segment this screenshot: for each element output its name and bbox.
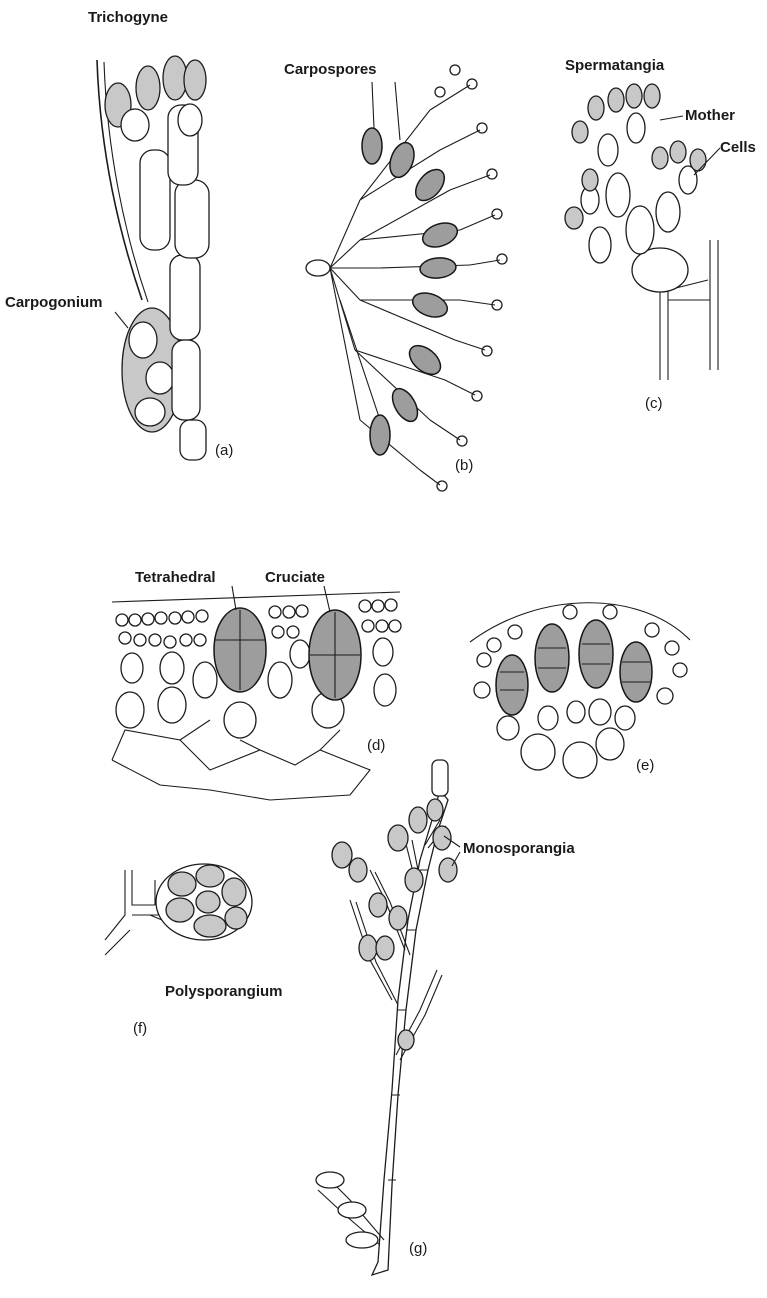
- panel-d-tetrasporangia: Tetrahedral Cruciate (d): [112, 569, 401, 800]
- panel-a-carpogonial-branch: Trichogyne Carpogonium (a): [5, 9, 233, 460]
- label-polysporangium: Polysporangium: [165, 983, 283, 1000]
- label-spermatangia: Spermatangia: [565, 57, 665, 74]
- label-carpospores: Carpospores: [284, 61, 377, 78]
- tetrasporangium-2: [535, 624, 569, 692]
- label-monosporangia: Monosporangia: [463, 840, 575, 857]
- label-tetrahedral: Tetrahedral: [135, 569, 216, 586]
- panel-letter-d: (d): [367, 737, 385, 754]
- tetrasporangium-1: [496, 655, 528, 715]
- label-mother: Mother: [685, 107, 735, 124]
- panel-g-monosporangia: Monosporangia (g): [316, 760, 575, 1275]
- panel-letter-g: (g): [409, 1240, 427, 1257]
- panel-letter-f: (f): [133, 1020, 147, 1037]
- panel-letter-a: (a): [215, 442, 233, 459]
- panel-b-carposporophyte: Carpospores (b): [284, 61, 507, 491]
- panel-c-spermatangia: Spermatangia Mother Cells (c): [565, 57, 756, 412]
- panel-letter-c: (c): [645, 395, 663, 412]
- panel-letter-e: (e): [636, 757, 654, 774]
- tetrasporangium-3: [579, 620, 613, 688]
- label-carpogonium: Carpogonium: [5, 294, 103, 311]
- panel-e-tetrasporangia-section: (e): [470, 603, 690, 778]
- panel-f-polysporangium: Polysporangium (f): [105, 864, 283, 1037]
- label-trichogyne: Trichogyne: [88, 9, 168, 26]
- tetrasporangium-4: [620, 642, 652, 702]
- label-cruciate: Cruciate: [265, 569, 325, 586]
- label-cells: Cells: [720, 139, 756, 156]
- panel-letter-b: (b): [455, 457, 473, 474]
